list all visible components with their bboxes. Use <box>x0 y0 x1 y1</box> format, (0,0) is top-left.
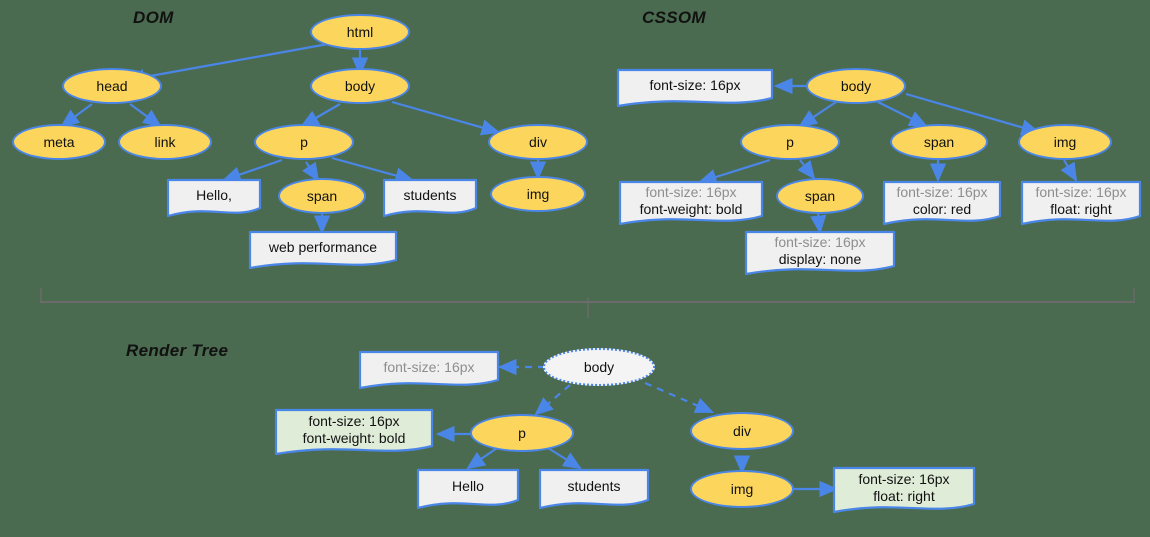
edge-cssom-body-p <box>798 101 837 128</box>
document-shape <box>882 180 1002 226</box>
edge-dom-body-p <box>300 103 341 128</box>
render-node-p[interactable]: p <box>470 414 574 452</box>
document-shape <box>416 468 520 510</box>
edge-dom-p-students <box>331 156 415 184</box>
render-text-hello-label: Hello <box>452 478 484 495</box>
edge-cssom-p-span <box>797 159 816 180</box>
document-shape <box>358 350 500 390</box>
cssom-rule-p-span-own: display: none <box>778 251 862 267</box>
render-text-hello: Hello <box>416 468 520 510</box>
cssom-rule-img: font-size: 16px float: right <box>1020 180 1142 226</box>
render-text-students-label: students <box>567 478 621 495</box>
edge-cssom-p-rule <box>697 158 771 185</box>
render-rule-img-inherited: font-size: 16px <box>858 470 950 487</box>
cssom-rule-body: font-size: 16px <box>616 68 774 108</box>
edge-dom-html-head <box>125 42 329 86</box>
cssom-node-p-span[interactable]: span <box>776 178 864 214</box>
render-text-students: students <box>538 468 650 510</box>
cssom-node-img[interactable]: img <box>1018 124 1112 160</box>
edge-render-p-hello <box>466 447 498 470</box>
render-rule-img: font-size: 16px float: right <box>832 466 976 514</box>
edge-dom-head-meta <box>60 103 93 128</box>
document-shape <box>382 178 478 218</box>
dom-node-meta[interactable]: meta <box>12 124 106 160</box>
document-shape <box>744 230 896 276</box>
render-node-div[interactable]: div <box>690 412 794 450</box>
section-title-dom: DOM <box>133 8 174 27</box>
dom-node-html[interactable]: html <box>310 14 410 50</box>
edge-render-p-students <box>547 447 582 470</box>
document-shape <box>1020 180 1142 226</box>
dom-text-students-label: students <box>403 187 457 204</box>
section-divider <box>40 288 1135 318</box>
document-shape <box>538 468 650 510</box>
render-rule-p: font-size: 16px font-weight: bold <box>274 408 434 456</box>
cssom-rule-p: font-size: 16px font-weight: bold <box>618 180 764 226</box>
edge-cssom-img-rule <box>1060 159 1078 182</box>
section-title-cssom: CSSOM <box>642 8 706 27</box>
cssom-rule-img-own: float: right <box>1050 201 1112 217</box>
section-title-render: Render Tree <box>126 341 229 360</box>
dom-node-span[interactable]: span <box>278 178 366 214</box>
dom-node-img[interactable]: img <box>490 176 586 212</box>
cssom-rule-body-own: font-size: 16px <box>649 77 741 94</box>
render-node-body[interactable]: body <box>543 348 655 386</box>
document-shape <box>274 408 434 456</box>
render-rule-body: font-size: 16px <box>358 350 500 390</box>
cssom-rule-p-span-inherited: font-size: 16px <box>774 233 866 250</box>
edge-render-body-div <box>644 381 715 414</box>
cssom-rule-span-inherited: font-size: 16px <box>896 183 988 200</box>
dom-text-webperformance-label: web performance <box>268 239 378 256</box>
render-rule-img-own: float: right <box>873 488 935 504</box>
cssom-rule-p-own: font-weight: bold <box>639 201 743 217</box>
document-shape <box>248 230 398 270</box>
dom-text-students: students <box>382 178 478 218</box>
dom-text-hello: Hello, <box>166 178 262 218</box>
edge-cssom-body-span <box>877 101 928 127</box>
cssom-rule-span: font-size: 16px color: red <box>882 180 1002 226</box>
dom-node-link[interactable]: link <box>118 124 212 160</box>
dom-node-div[interactable]: div <box>488 124 588 160</box>
edge-dom-p-hello <box>221 158 283 183</box>
dom-node-head[interactable]: head <box>62 68 162 104</box>
dom-node-body[interactable]: body <box>310 68 410 104</box>
edge-render-body-p <box>534 384 571 416</box>
document-shape <box>618 180 764 226</box>
cssom-node-p[interactable]: p <box>740 124 840 160</box>
cssom-rule-p-span: font-size: 16px display: none <box>744 230 896 276</box>
cssom-rule-span-own: color: red <box>912 201 972 217</box>
cssom-rule-img-inherited: font-size: 16px <box>1035 183 1127 200</box>
render-node-img[interactable]: img <box>690 470 794 508</box>
cssom-rule-p-inherited: font-size: 16px <box>645 183 737 200</box>
render-rule-body-inherited: font-size: 16px <box>383 359 475 376</box>
render-rule-p-inherited: font-size: 16px <box>308 412 400 429</box>
document-shape <box>166 178 262 218</box>
document-shape <box>616 68 774 108</box>
dom-text-webperformance: web performance <box>248 230 398 270</box>
cssom-node-body[interactable]: body <box>806 68 906 104</box>
document-shape <box>832 466 976 514</box>
edge-dom-head-link <box>129 103 162 128</box>
render-rule-p-own: font-weight: bold <box>302 430 406 446</box>
cssom-node-span[interactable]: span <box>890 124 988 160</box>
edge-dom-body-div <box>391 100 501 136</box>
dom-node-p[interactable]: p <box>254 124 354 160</box>
dom-text-hello-label: Hello, <box>196 187 232 204</box>
